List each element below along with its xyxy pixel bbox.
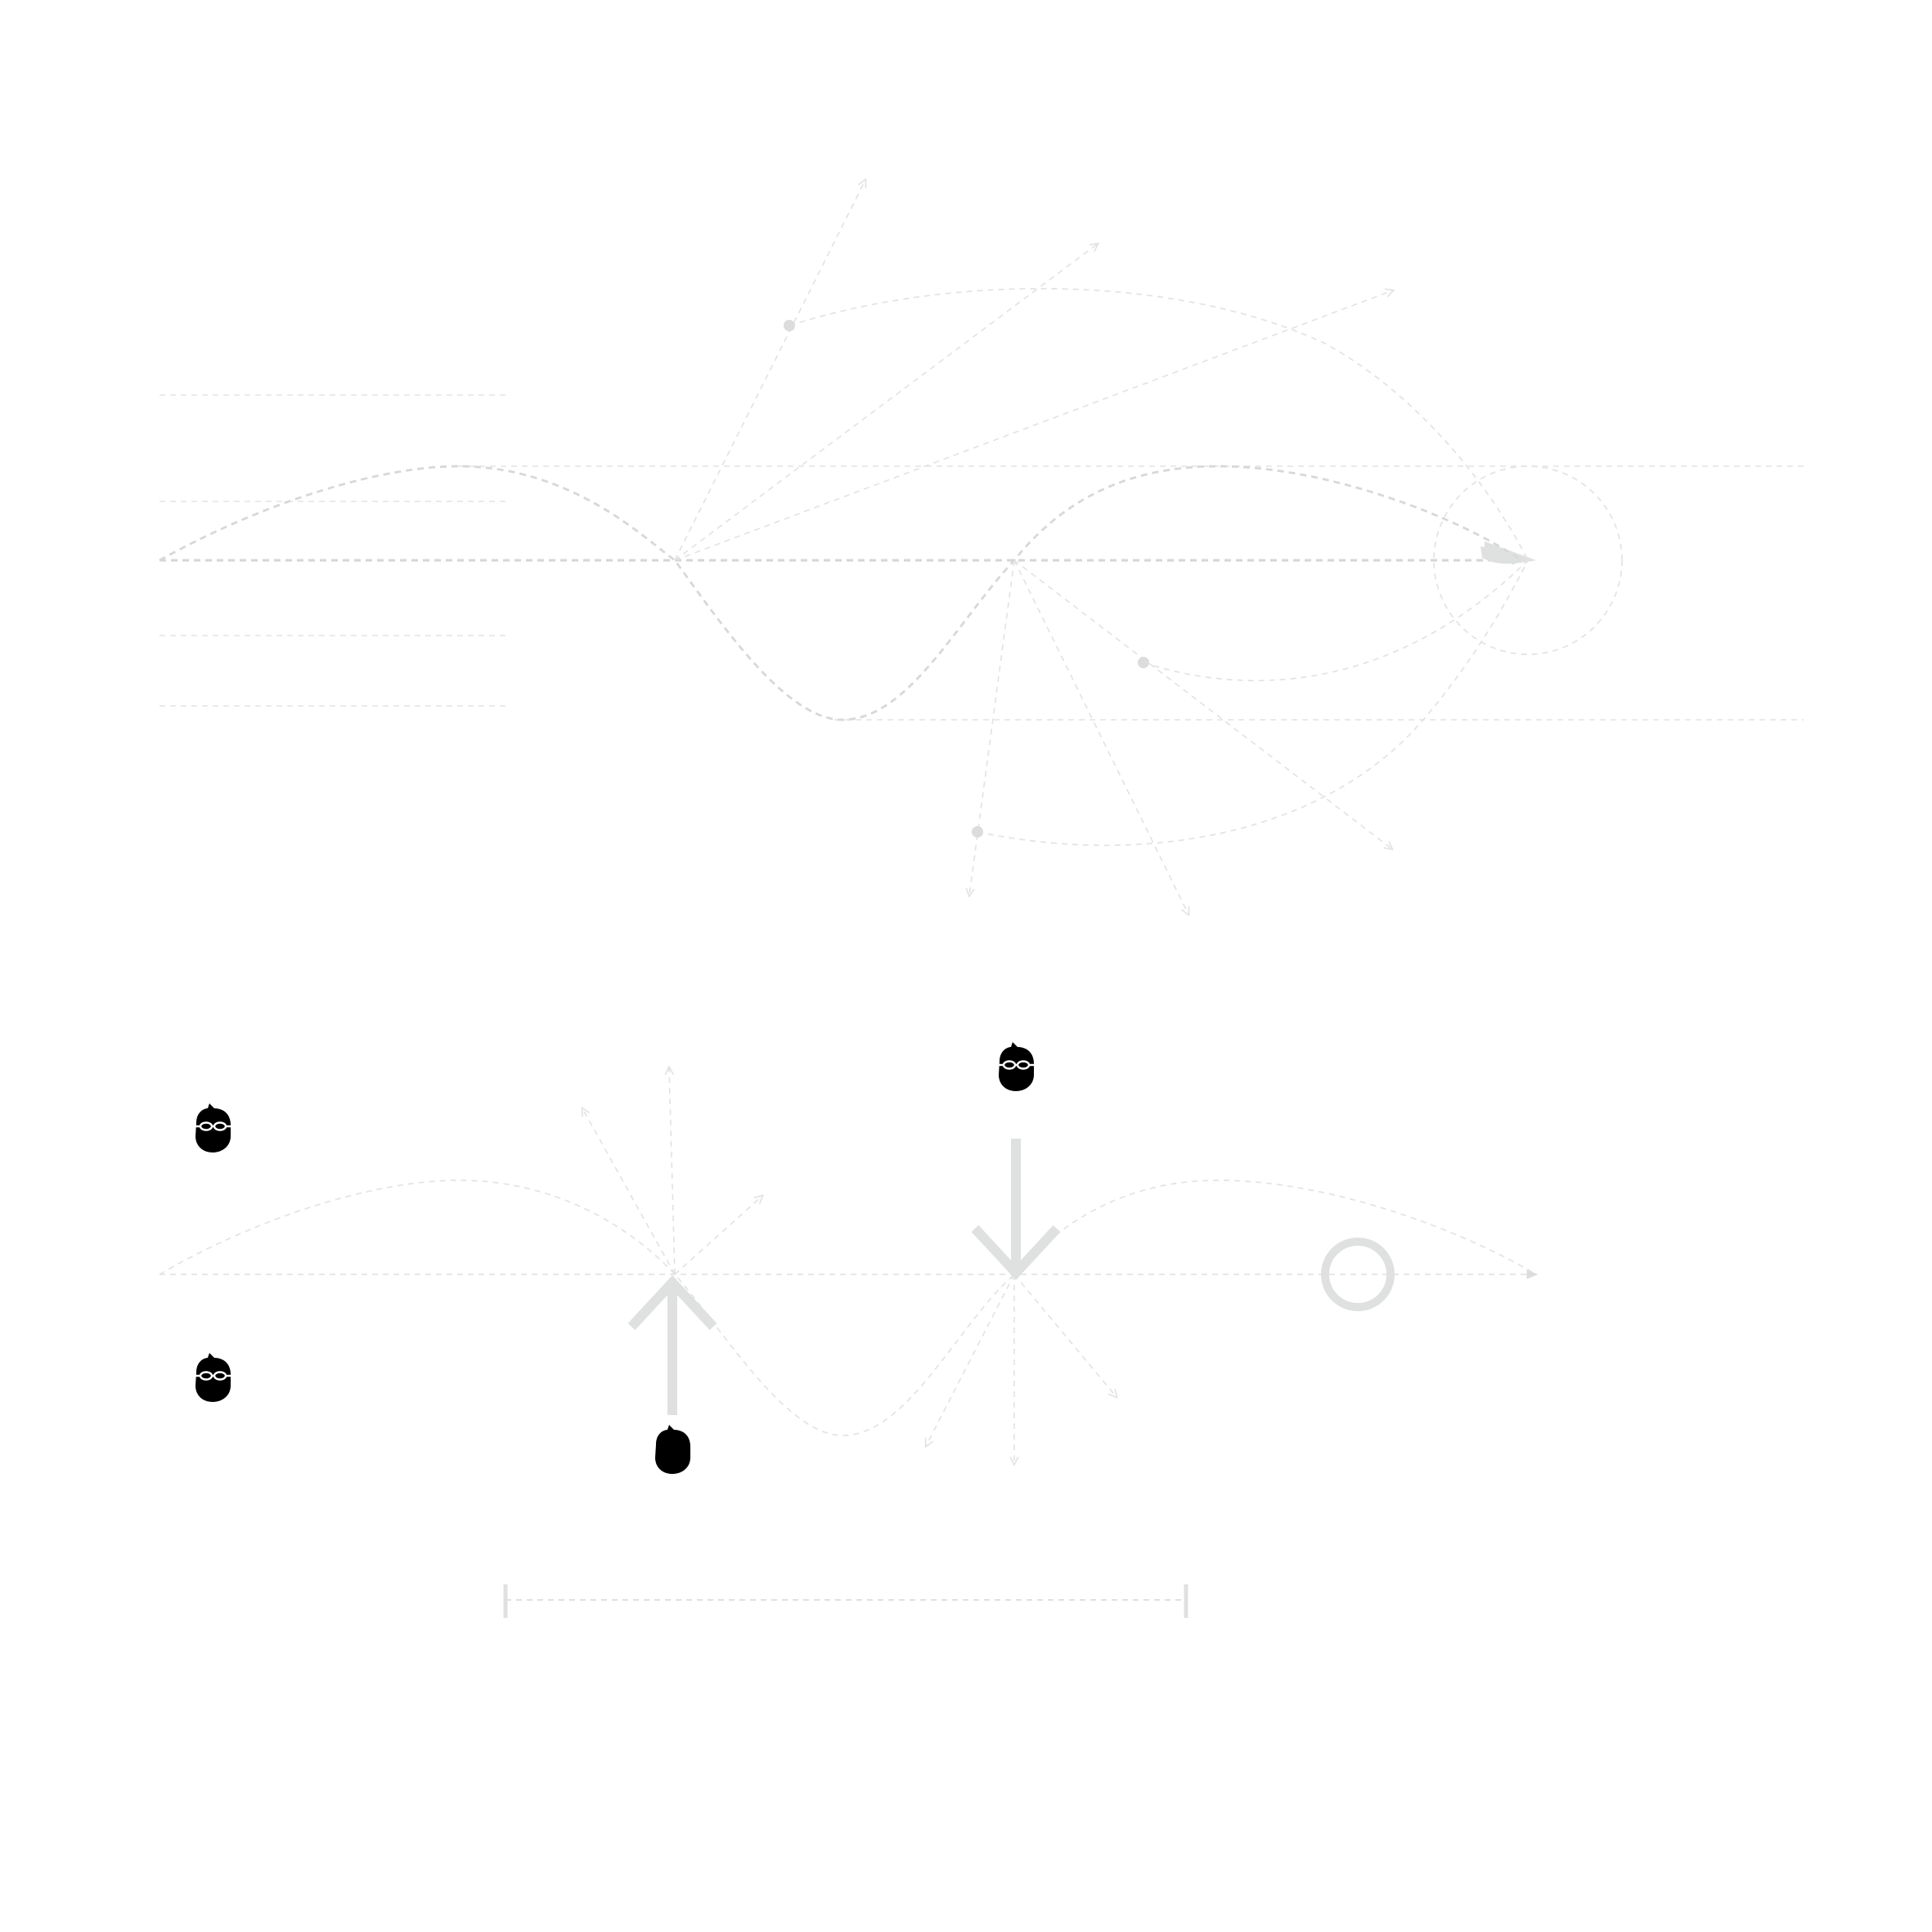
lane-guides-long xyxy=(458,465,1804,721)
node-dots xyxy=(784,320,1149,838)
ring-marker-icon xyxy=(1321,1238,1395,1311)
top-panel xyxy=(159,180,1804,914)
swimmer-head-goggles-icon xyxy=(996,1040,1037,1093)
fan-bottom-left xyxy=(582,1067,762,1275)
wave-path-bottom xyxy=(159,1179,1537,1436)
arc-upper xyxy=(789,287,1529,561)
node-dot-mid xyxy=(1138,657,1149,668)
target-zone-circle xyxy=(1433,465,1623,655)
node-dot-lower xyxy=(972,826,983,838)
node-dot-upper xyxy=(784,320,795,331)
fan-left xyxy=(674,180,1393,561)
lane-guides-left xyxy=(160,394,507,707)
arc-lower xyxy=(977,559,1529,847)
arc-mid xyxy=(1143,559,1529,681)
bottom-panel xyxy=(159,1040,1539,1618)
swimmer-head-goggles-icon xyxy=(193,1351,234,1404)
wave-path-top xyxy=(159,465,1522,721)
distance-bracket-icon xyxy=(503,1584,1188,1618)
fan-bottom-right xyxy=(926,1274,1117,1464)
arrow-up-icon xyxy=(627,1275,717,1415)
main-arrow-head-fill xyxy=(1480,546,1536,564)
fan-right xyxy=(969,559,1392,914)
swimmer-head-goggles-icon xyxy=(193,1102,234,1154)
swimmer-head-back-icon xyxy=(655,1425,690,1474)
arrow-down-icon xyxy=(971,1139,1061,1280)
